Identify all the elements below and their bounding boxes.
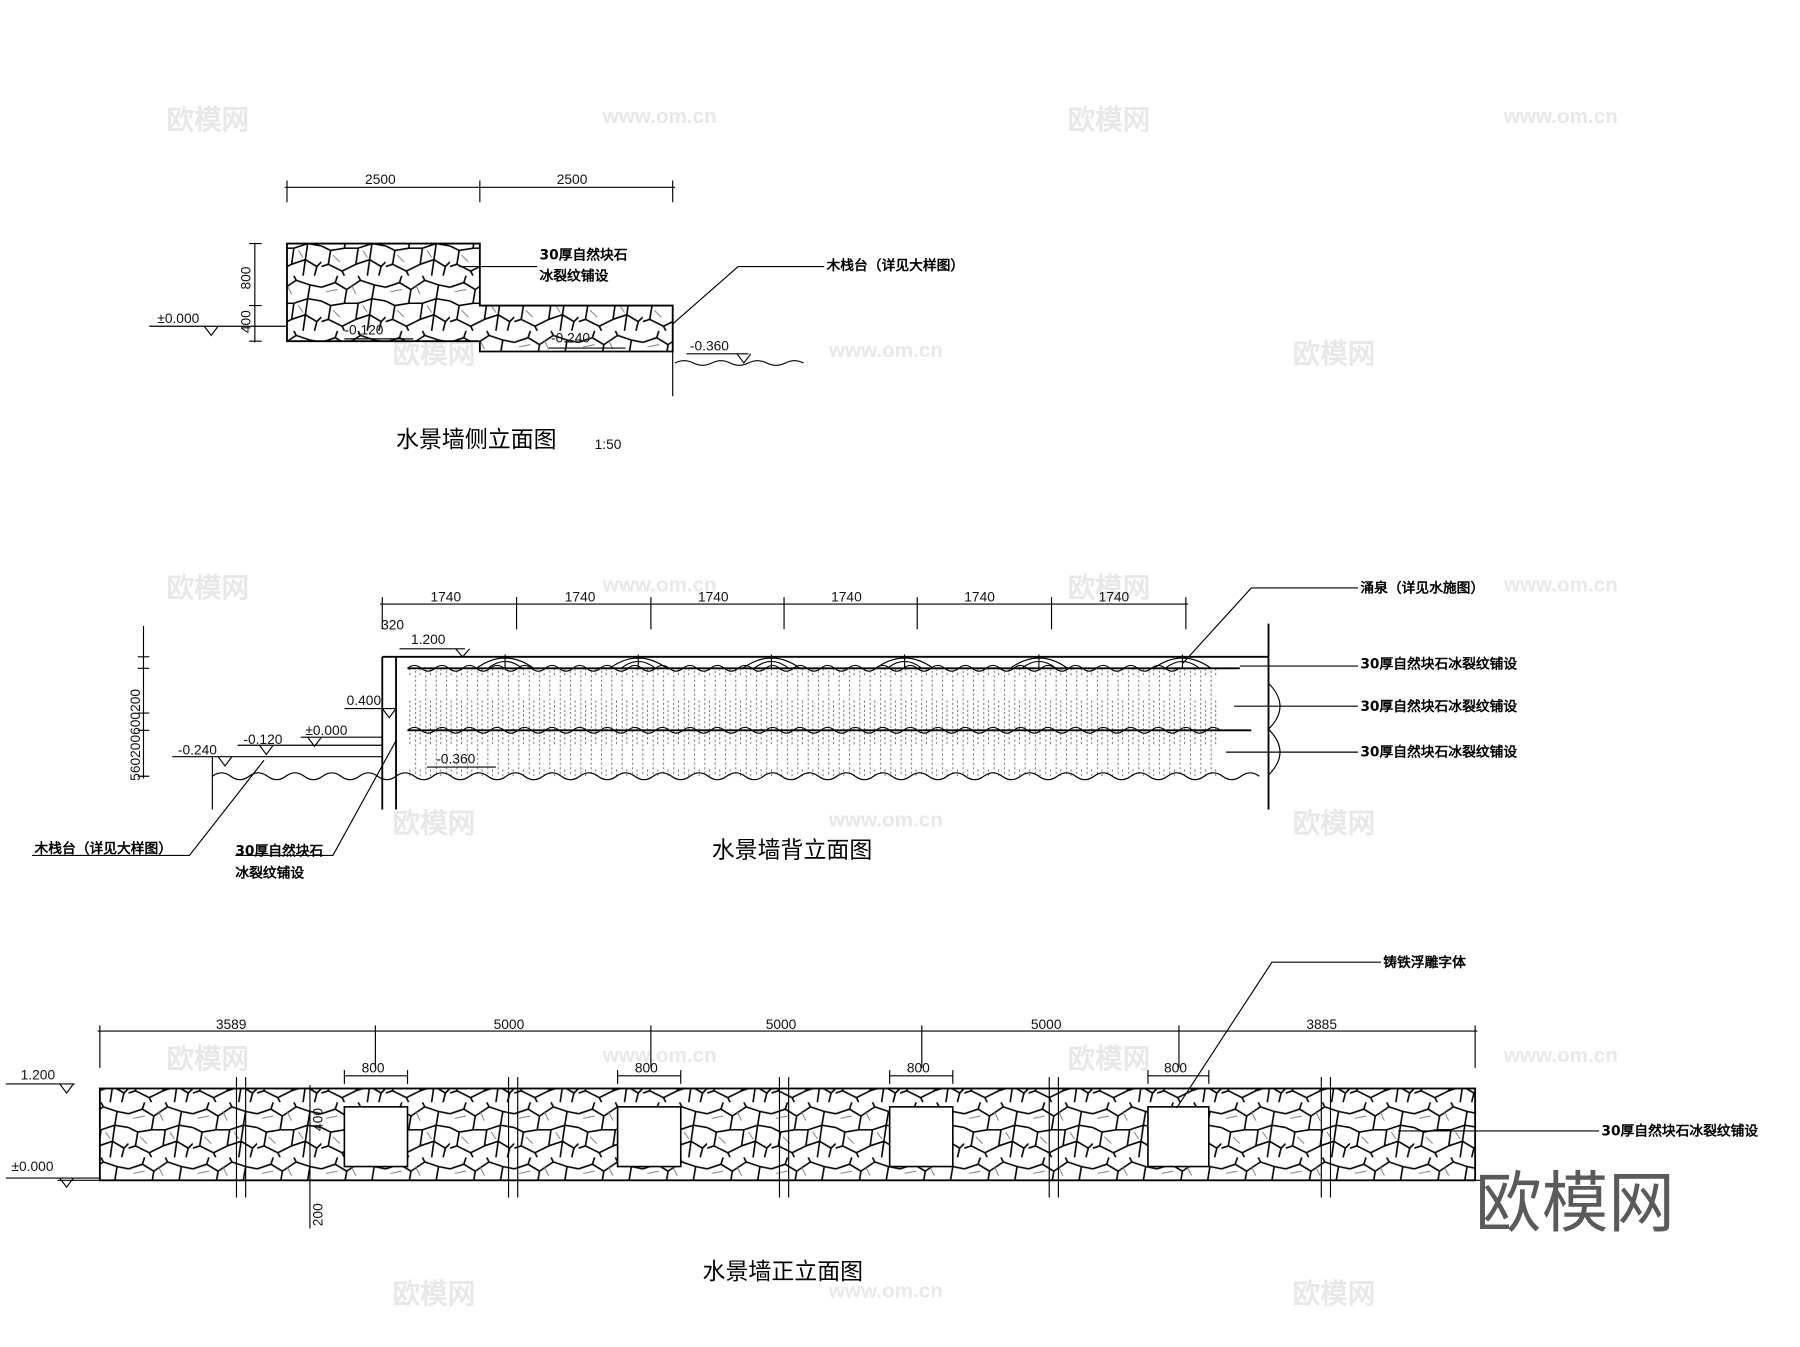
- level-mark: ±0.000: [305, 723, 347, 738]
- level-mark: -0.120: [243, 732, 282, 747]
- level-mark: 1.200: [21, 1067, 56, 1082]
- dim-label: 5000: [494, 1017, 525, 1032]
- drawing-title: 水景墙背立面图: [712, 838, 873, 864]
- level-mark: 0.400: [347, 693, 382, 708]
- dim-label: 800: [635, 1060, 658, 1075]
- watermark-url: www.om.cn: [828, 339, 943, 362]
- dim-label: 400: [311, 1108, 326, 1131]
- level-mark: 1.200: [411, 632, 446, 647]
- watermark-logo: 欧模网: [166, 1043, 249, 1075]
- annotation-deck: 木栈台（详见大样图）: [826, 257, 965, 274]
- level-mark: -0.360: [436, 752, 475, 767]
- level-mark: -0.240: [178, 742, 217, 757]
- front-elevation: 3589 5000 5000 5000 3885 800 800 800 800…: [5, 954, 1758, 1285]
- watermark-logo: 欧模网: [393, 807, 476, 839]
- drawing-title: 水景墙侧立面图: [396, 427, 557, 453]
- level-mark: ±0.000: [11, 1159, 53, 1174]
- dim-label: 5000: [766, 1017, 797, 1032]
- watermark-url: www.om.cn: [1503, 1044, 1618, 1067]
- annotation-stone: 30厚自然块石: [235, 842, 323, 859]
- watermark-logo: 欧模网: [1068, 104, 1151, 136]
- watermark-logo: 欧模网: [1068, 1043, 1151, 1075]
- dim-label: 800: [362, 1060, 385, 1075]
- annotation-stone: 30厚自然块石冰裂纹铺设: [1360, 744, 1517, 761]
- dim-label: 800: [238, 266, 253, 289]
- watermark-url: www.om.cn: [602, 105, 717, 128]
- annotation-stone: 30厚自然块石: [540, 247, 628, 264]
- dim-label: 1740: [831, 590, 862, 605]
- water-line: [212, 772, 1260, 781]
- dim-label: 2500: [557, 172, 588, 187]
- dim-label: 560200600200: [128, 689, 143, 781]
- annotation-cast-iron: 铸铁浮雕字体: [1383, 954, 1466, 971]
- annotation-deck: 木栈台（详见大样图）: [33, 840, 172, 857]
- watermark-layer: 欧模网 www.om.cn 欧模网 www.om.cn 欧模网 www.om.c…: [166, 104, 1617, 1310]
- fountain-domes: [476, 654, 1212, 669]
- annotation-stone: 30厚自然块石冰裂纹铺设: [1360, 698, 1517, 715]
- side-elevation: 2500 2500 800 400 ±0.000 -0.120 -0.240 -…: [149, 172, 964, 453]
- level-mark: ±0.000: [157, 311, 199, 326]
- watermark-url: www.om.cn: [1503, 105, 1618, 128]
- dim-label: 200: [311, 1203, 326, 1226]
- dim-label: 3885: [1306, 1017, 1337, 1032]
- annotation-fountain: 涌泉（详见水施图）: [1360, 580, 1484, 597]
- watermark-url: www.om.cn: [828, 1279, 943, 1302]
- level-mark: -0.120: [344, 322, 383, 337]
- dim-label: 3589: [216, 1017, 247, 1032]
- dim-label: 800: [907, 1060, 930, 1075]
- watermark-logo: 欧模网: [393, 338, 476, 370]
- stone-wall-face: [98, 1087, 1477, 1182]
- watermark-logo: 欧模网: [1068, 572, 1151, 604]
- drawing-scale: 1:50: [595, 437, 622, 452]
- dim-label: 400: [238, 310, 253, 333]
- dim-label: 1740: [698, 590, 729, 605]
- watermark-url: www.om.cn: [602, 573, 717, 596]
- watermark-url: www.om.cn: [602, 1044, 717, 1067]
- watermark-url: www.om.cn: [828, 809, 943, 832]
- watermark-logo: 欧模网: [393, 1278, 476, 1310]
- dim-label: 1740: [565, 590, 596, 605]
- watermark-logo: 欧模网: [1293, 338, 1376, 370]
- watermark-url: www.om.cn: [1503, 573, 1618, 596]
- annotation-stone: 冰裂纹铺设: [235, 864, 304, 881]
- dim-label: 1740: [964, 590, 995, 605]
- letter-openings: [343, 1106, 1210, 1168]
- level-mark: -0.360: [690, 338, 729, 353]
- brand-watermark-logo: 欧模网: [1475, 1164, 1675, 1242]
- back-elevation: 1740 1740 1740 1740 1740 1740 320 1.200 …: [32, 580, 1517, 881]
- dim-label: 320: [381, 617, 404, 632]
- dim-label: 800: [1164, 1060, 1187, 1075]
- drawing-title: 水景墙正立面图: [703, 1259, 864, 1285]
- level-mark: -0.240: [551, 330, 590, 345]
- watermark-logo: 欧模网: [166, 572, 249, 604]
- annotation-stone: 30厚自然块石冰裂纹铺设: [1601, 1123, 1758, 1140]
- expansion-joints: [235, 1077, 1332, 1198]
- water-curtain: [407, 668, 1217, 777]
- annotation-stone: 30厚自然块石冰裂纹铺设: [1360, 655, 1517, 672]
- water-line: [674, 360, 804, 366]
- dim-label: 5000: [1031, 1017, 1062, 1032]
- annotation-stone: 冰裂纹铺设: [540, 267, 609, 284]
- watermark-logo: 欧模网: [1293, 807, 1376, 839]
- watermark-logo: 欧模网: [1293, 1278, 1376, 1310]
- dimension-line: [284, 180, 676, 203]
- watermark-logo: 欧模网: [166, 104, 249, 136]
- dim-label: 1740: [1099, 590, 1130, 605]
- dim-label: 2500: [365, 172, 396, 187]
- dim-label: 1740: [430, 590, 461, 605]
